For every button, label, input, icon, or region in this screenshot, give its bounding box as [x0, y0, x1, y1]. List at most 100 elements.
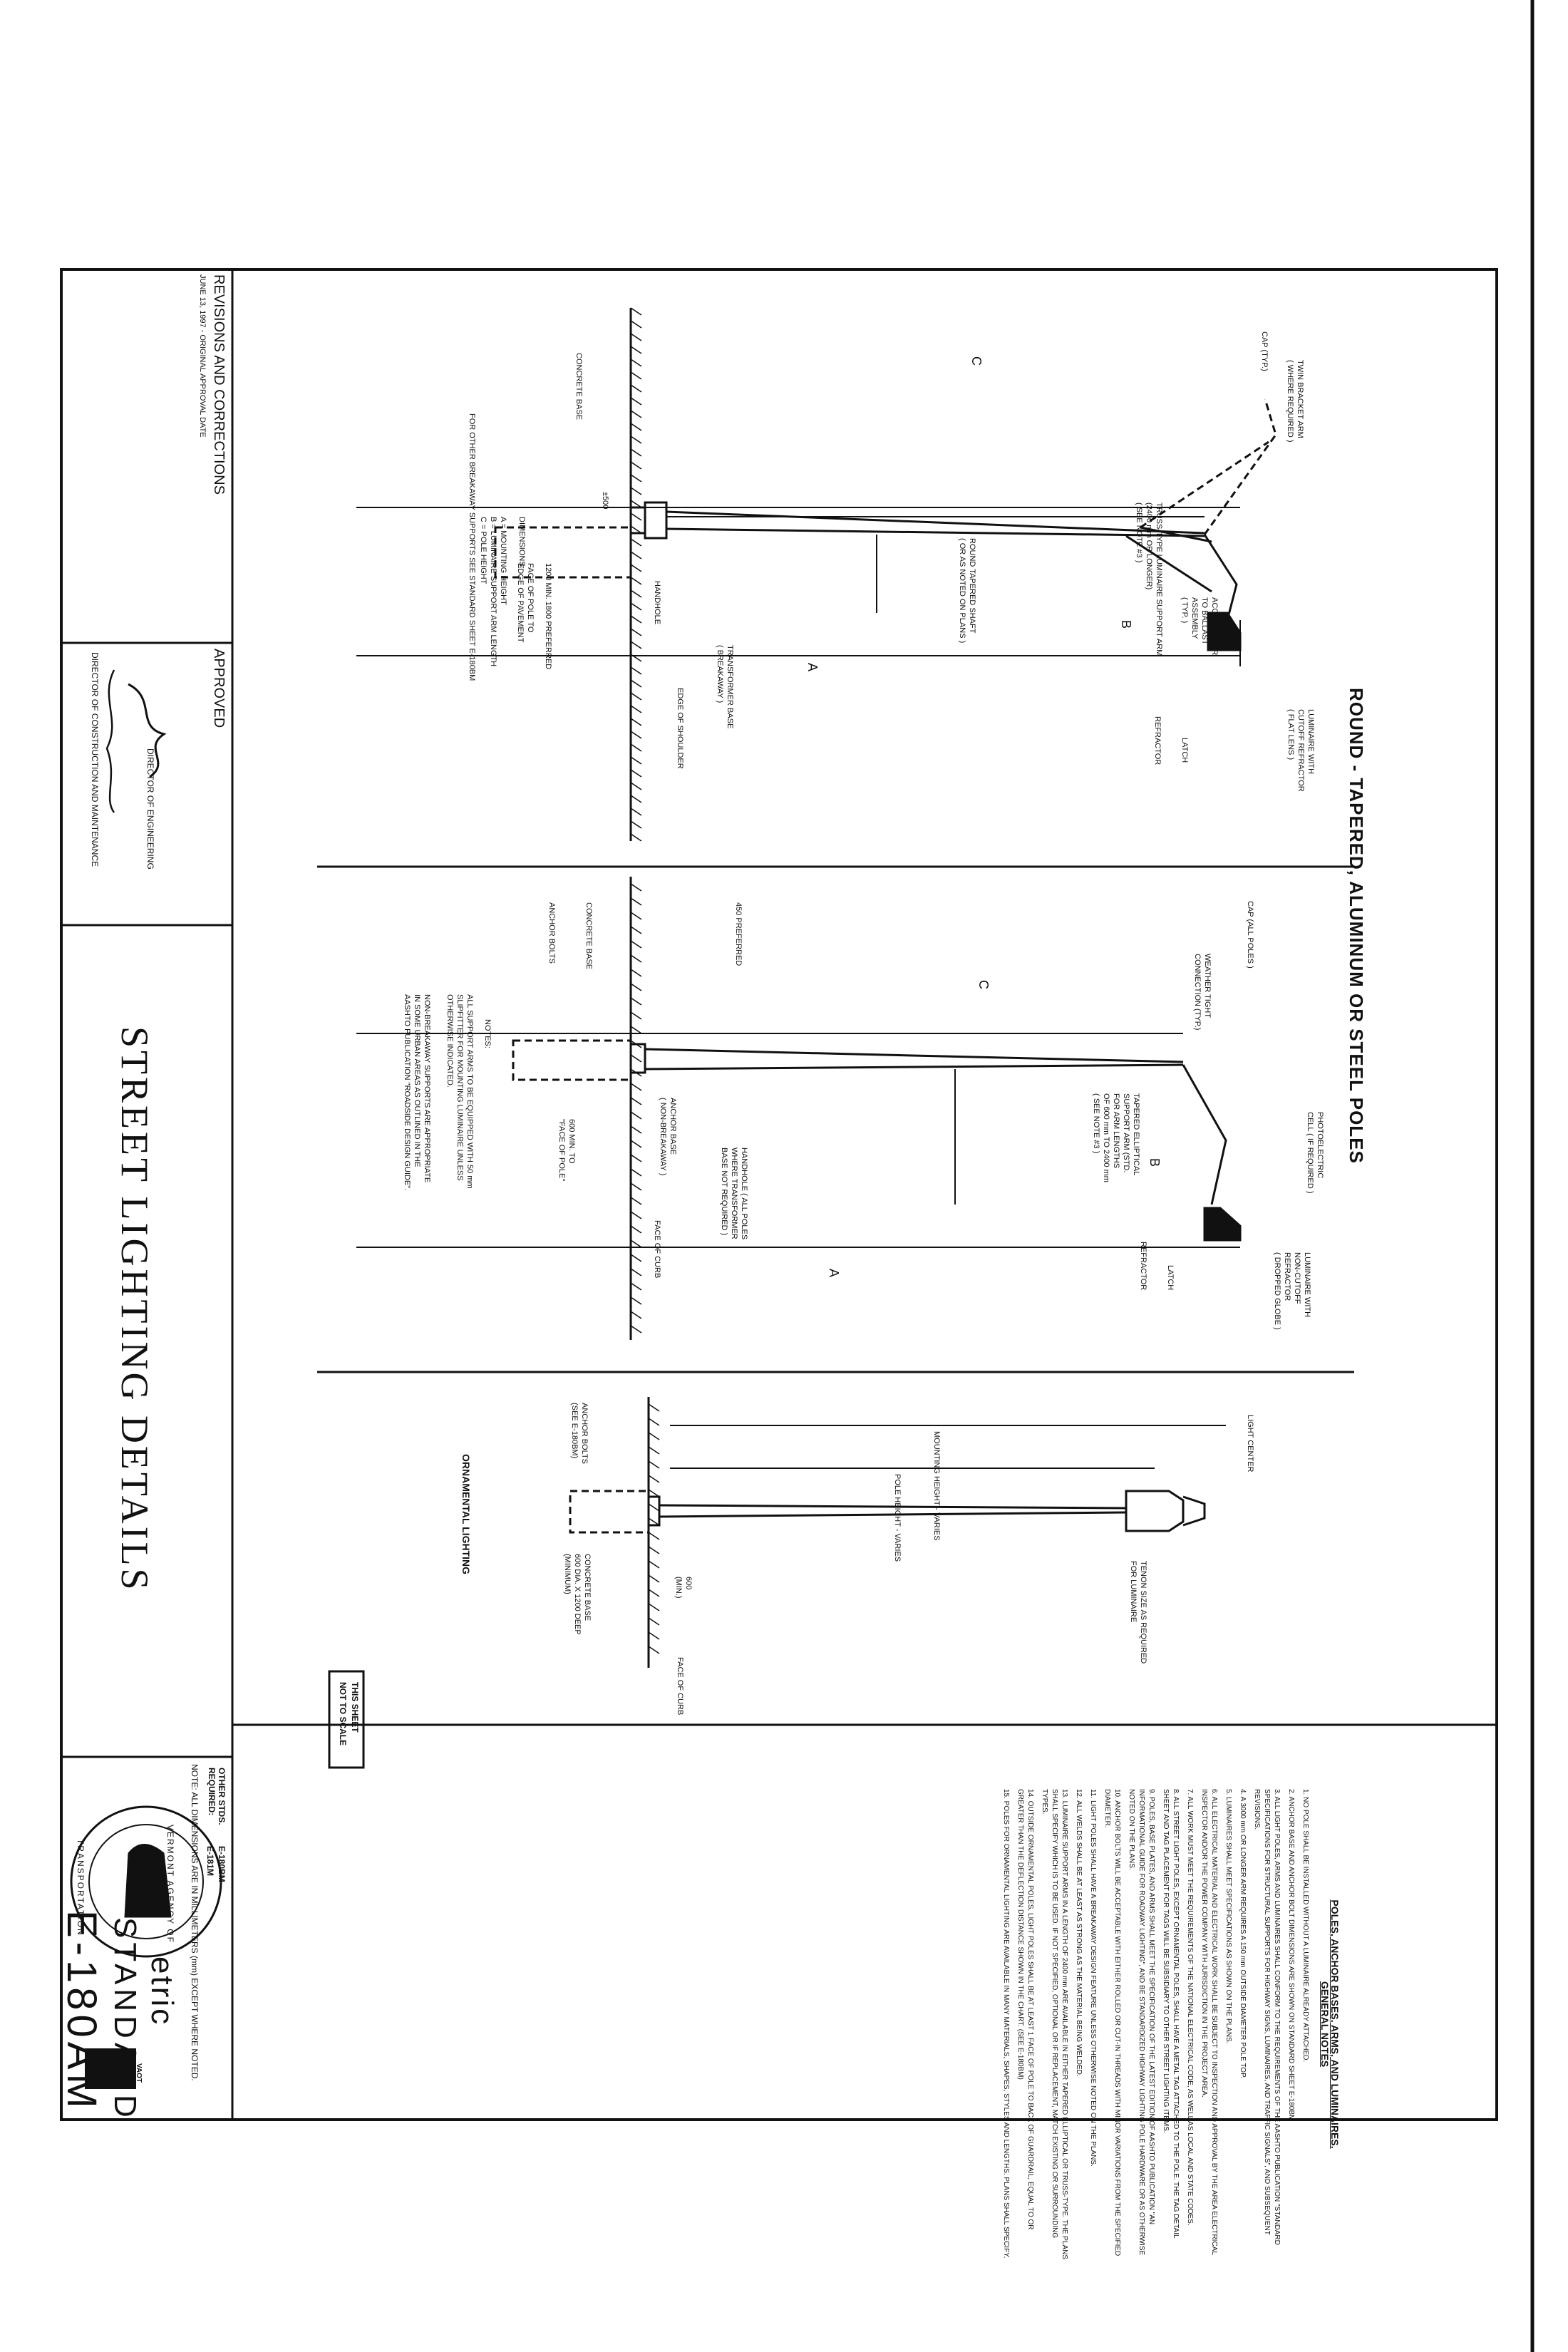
d3-tenon-2: FOR LUMINAIRE [1129, 1561, 1138, 1623]
d1-bracket-2: ( WHERE REQUIRED ) [1286, 360, 1294, 443]
d1-access-2: TO BALLAST [1200, 597, 1209, 645]
d2-offset-1: 600 MIN. TO [567, 1119, 576, 1164]
scale-note-line-1: THIS SHEET [350, 1682, 360, 1733]
detail3-linework [569, 1397, 1226, 1668]
general-notes-heading-2: GENERAL NOTES [1319, 1981, 1331, 2068]
other-stds-label: OTHER STDS. REQUIRED: [207, 1768, 227, 1825]
seal-top-text: VERMONT AGENCY OF [165, 1825, 175, 1944]
d3-tenon-1: TENON SIZE AS REQUIRED [1139, 1561, 1147, 1664]
d1-handhole: HANDHOLE [653, 581, 661, 625]
d1-latch: LATCH [1180, 738, 1189, 763]
other-stds-item-2: E-181M [205, 1846, 215, 1877]
d1-luminaire-3: ( FLAT LENS ) [1286, 709, 1295, 760]
d2-handhole-1: HANDHOLE ( ALL POLES [740, 1147, 748, 1240]
standard-label: STANDARD [108, 1917, 143, 2122]
d2-handhole-3: BASE NOT REQUIRED ) [720, 1147, 728, 1236]
d1-truss-3: ( SEE NOTE #3 ) [1135, 502, 1143, 563]
d2-notes-line-1: ALL SUPPORT ARMS TO BE EQUIPPED WITH 50 … [465, 994, 474, 1189]
d2-arm-5: ( SEE NOTE #3 ) [1092, 1093, 1100, 1154]
d1-concrete: CONCRETE BASE [574, 353, 583, 421]
d2-photo-1: PHOTOELECTRIC [1316, 1112, 1324, 1179]
d1-access-4: ( TYP. ) [1180, 597, 1189, 624]
d3-base-1: CONCRETE BASE [583, 1554, 592, 1621]
d1-transformer-1: TRANSFORMER BASE [726, 645, 734, 729]
d1-access-1: ACCESS DOOR [1210, 597, 1219, 656]
d2-cap: CAP (ALL POLES ) [1246, 901, 1254, 969]
approved-header: APPROVED [211, 649, 227, 728]
general-notes-heading-1: POLES, ANCHOR BASES, ARMS, AND LUMINAIRE… [1329, 1899, 1341, 2149]
d2-luminaire-3: REFRACTOR [1283, 1252, 1291, 1301]
scale-note-line-2: NOT TO SCALE [338, 1682, 348, 1746]
d3-pole-height: POLE HEIGHT - VARIES [893, 1474, 902, 1562]
general-note-9: 9. POLES, BASE PLATES, AND ARMS SHALL ME… [1128, 1789, 1155, 2256]
d2-luminaire-2: NON-CUTOFF [1293, 1252, 1301, 1304]
d2-notes-line-2: SLIPFITTER FOR MOUNTING LUMINAIRE UNLESS [455, 994, 464, 1181]
metric-logo-mark [85, 2048, 136, 2089]
d1-dimension-line-2: B = LUMINAIRE SUPPORT ARM LENGTH [489, 517, 497, 667]
d1-face-1: FACE OF POLE TO [526, 563, 535, 633]
director-signature [105, 669, 115, 813]
d1-dim-c: C [969, 356, 984, 366]
general-note-8: 8. ALL STREET LIGHT POLES, EXCEPT ORNAME… [1162, 1789, 1180, 2239]
d3-min-2: (MIN.) [674, 1577, 683, 1599]
d2-notes-heading: NOTES: [483, 1019, 492, 1048]
d2-notes-line-7: AASHTO PUBLICATION "ROADSIDE DESIGN GUID… [403, 994, 411, 1191]
d2-notes-line-3: OTHERWISE INDICATED. [445, 994, 454, 1088]
general-note-7: 7. ALL WORK MUST MEET THE REQUIREMENTS O… [1186, 1789, 1194, 2226]
other-stds-item-1: E-180BM [217, 1846, 227, 1882]
general-note-3: 3. ALL LIGHT POLES, ARMS AND LUMINAIRES … [1253, 1789, 1281, 2245]
d2-dim-c: C [976, 980, 991, 989]
d2-arm-2: SUPPORT ARM (STD. [1122, 1093, 1130, 1173]
d1-dim-a: A [805, 663, 820, 672]
d2-luminaire-1: LUMINAIRE WITH [1303, 1252, 1311, 1318]
general-note-11: 11. LIGHT POLES SHALL HAVE A BREAKAWAY D… [1089, 1789, 1097, 2167]
d1-refractor: REFRACTOR [1153, 716, 1162, 765]
revisions-header: REVISIONS AND CORRECTIONS [211, 274, 227, 495]
d1-dimensions-heading: DIMENSIONS: [517, 517, 526, 569]
units-note: NOTE: ALL DIMENSIONS ARE IN MILLIMETERS … [190, 1764, 200, 2081]
d2-concrete: CONCRETE BASE [584, 902, 593, 970]
sheet-border [60, 0, 1535, 2352]
d2-latch: LATCH [1166, 1265, 1175, 1291]
d1-shaft-1: ROUND TAPERED SHAFT [968, 538, 976, 634]
d1-luminaire-2: CUTOFF REFRACTOR [1296, 709, 1305, 792]
scale-note-box [328, 1670, 365, 1769]
general-note-6: 6. ALL ELECTRICAL MATERIAL AND ELECTRICA… [1200, 1789, 1218, 2255]
d2-luminaire-4: ( DROPPED GLOBE ) [1273, 1252, 1281, 1330]
general-note-1: 1. NO POLE SHALL BE INSTALLED WITHOUT A … [1301, 1789, 1309, 2063]
d2-offset-2: "FACE OF POLE" [557, 1119, 566, 1182]
general-note-10: 10. ANCHOR BOLTS WILL BE ACCEPTABLE WITH… [1103, 1789, 1121, 2256]
d3-mounting: MOUNTING HEIGHT - VARIES [932, 1431, 941, 1541]
general-note-2: 2. ANCHOR BASE AND ANCHOR BOLT DIMENSION… [1287, 1789, 1295, 2121]
d1-luminaire-1: LUMINAIRE WITH [1306, 709, 1315, 775]
d3-bolts-1: ANCHOR BOLTS [580, 1403, 589, 1464]
d1-bracket-1: TWIN BRACKET ARM [1296, 360, 1304, 438]
metric-word: etric [145, 1956, 180, 2027]
d1-transformer-2: ( BREAKAWAY ) [716, 645, 724, 703]
seal [70, 1805, 222, 1958]
d3-base-2: 600 DIA. X 1200 DEEP [573, 1554, 582, 1635]
d2-refractor: REFRACTOR [1139, 1242, 1147, 1291]
d2-notes-line-6: IN SOME URBAN AREAS AS OUTLINED IN THE [413, 994, 421, 1167]
d2-anchor-base-1: ANCHOR BASE [669, 1098, 677, 1155]
d1-truss-2: (2400 mm OR LONGER) [1145, 502, 1153, 590]
general-note-5: 5. LUMINAIRES SHALL MEET SPECIFICATIONS … [1224, 1789, 1232, 2044]
general-note-14: 14. OUTSIDE ORNAMENTAL POLES, LIGHT POLE… [1016, 1789, 1034, 2230]
d2-arm-3: FOR ARM LENGTHS [1112, 1093, 1120, 1169]
d2-dim-a: A [827, 1269, 841, 1278]
general-note-12: 12. ALL WELDS SHALL BE AT LEAST AS STRON… [1075, 1789, 1083, 2077]
revisions-entry: JUNE 13, 1997 - ORIGINAL APPROVAL DATE [198, 274, 207, 438]
d2-arm-1: TAPERED ELLIPTICAL [1132, 1093, 1140, 1176]
d3-light-center: LIGHT CENTER [1246, 1415, 1254, 1472]
d3-curb: FACE OF CURB [676, 1657, 684, 1716]
detail2-linework [356, 877, 1242, 1340]
general-notes: POLES, ANCHOR BASES, ARMS, AND LUMINAIRE… [996, 1789, 1341, 2260]
d2-dim-b: B [1147, 1158, 1162, 1167]
d3-bolts-2: (SEE E-180BM) [570, 1403, 579, 1459]
general-note-13: 13. LUMINAIRE SUPPORT ARMS IN A LENGTH O… [1041, 1789, 1068, 2260]
d2-anchor-base-2: ( NON-BREAKAWAY ) [659, 1098, 667, 1176]
standard-number: E-180AM [58, 1910, 105, 2113]
sheet-title: STREET LIGHTING DETAILS [113, 1026, 156, 1593]
d2-notes-line-5: NON-BREAKAWAY SUPPORTS ARE APPROPRIATE [423, 994, 431, 1183]
